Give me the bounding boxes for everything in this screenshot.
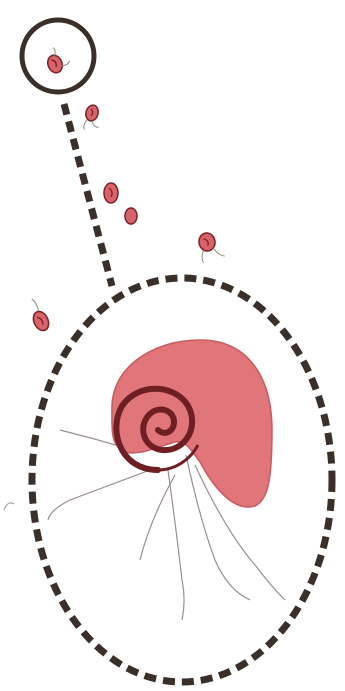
microbe-icon [25, 296, 52, 333]
large-cell-circle-icon [32, 278, 332, 682]
microbe-icon [43, 44, 72, 75]
microbe-icon [198, 231, 226, 264]
microbe-icon [125, 208, 137, 224]
microbe-icon [82, 104, 104, 133]
microbe-icon [104, 183, 118, 203]
